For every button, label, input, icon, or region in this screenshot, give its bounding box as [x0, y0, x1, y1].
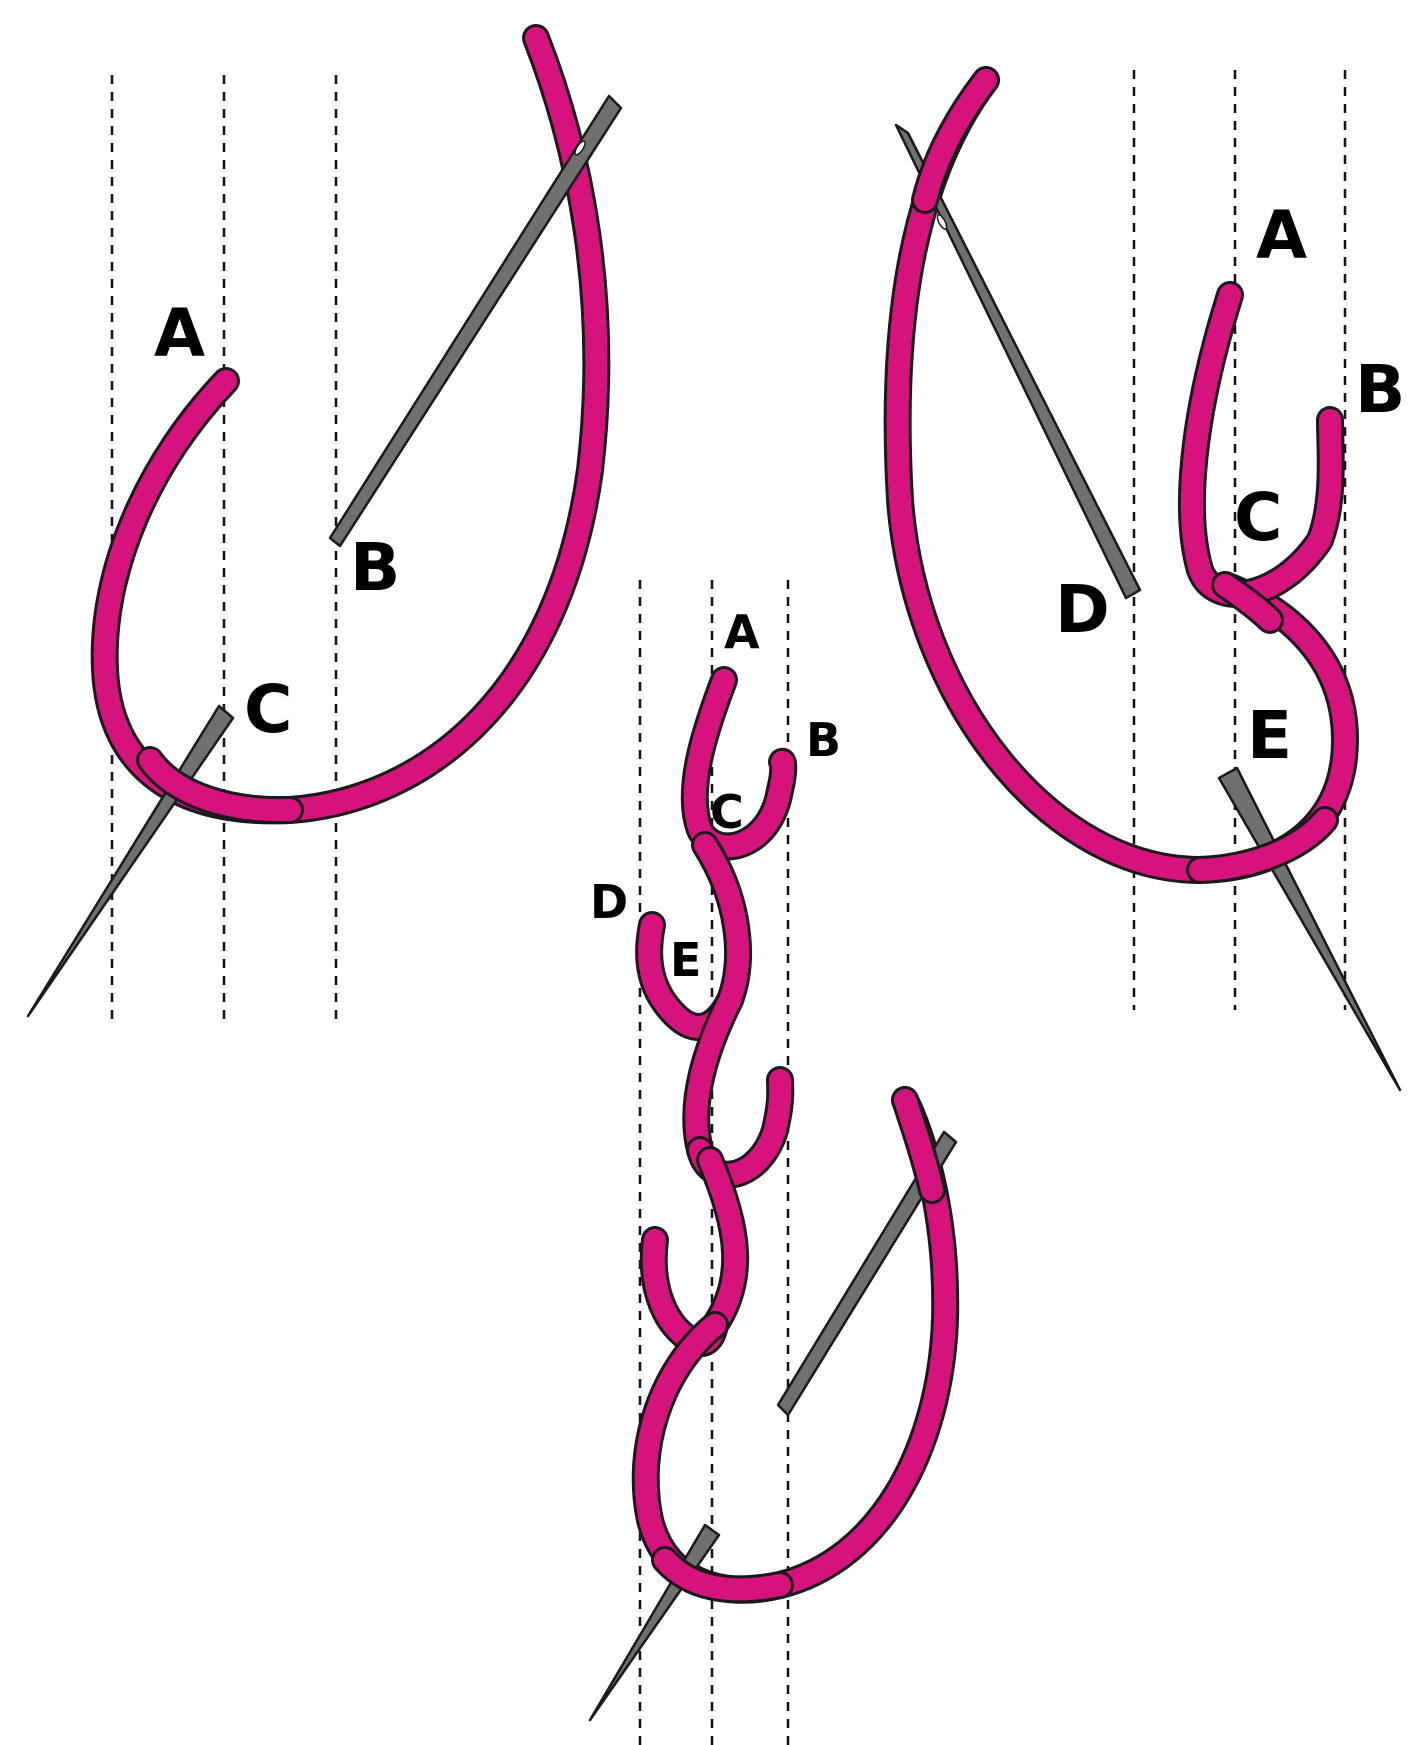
right-label-e: E: [1247, 697, 1292, 774]
right-label-c: C: [1234, 479, 1282, 556]
right-step-panel: A B C D E: [896, 70, 1405, 1090]
right-label-d: D: [1055, 571, 1110, 648]
right-label-a: A: [1256, 197, 1307, 274]
center-label-d: D: [590, 875, 628, 929]
left-label-b: B: [350, 529, 400, 606]
center-label-c: C: [710, 785, 744, 839]
center-open-loop: [646, 1100, 946, 1590]
center-label-e: E: [670, 933, 701, 987]
center-label-b: B: [806, 713, 841, 767]
left-thread: [105, 38, 597, 810]
center-step-panel: A B C D E: [590, 580, 956, 1745]
left-step-panel: A B C: [28, 38, 621, 1020]
center-label-a: A: [724, 605, 760, 659]
left-label-c: C: [244, 671, 292, 748]
left-label-a: A: [154, 295, 205, 372]
right-label-b: B: [1355, 351, 1405, 428]
